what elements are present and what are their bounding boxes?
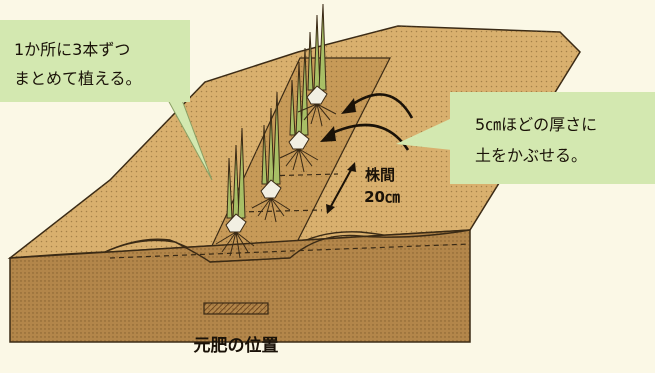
plant-3 xyxy=(279,47,319,173)
spacing-arrow xyxy=(329,167,353,209)
callout-cover-line2: 土をかぶせる。 xyxy=(475,146,587,165)
spacing-value: 20㎝ xyxy=(364,188,400,206)
cover-arrow-1 xyxy=(349,93,414,119)
dashed-line-surface xyxy=(109,243,471,259)
callout-cover: 5㎝ほどの厚さに 土をかぶせる。 xyxy=(396,92,655,184)
ridge-profile xyxy=(9,229,471,263)
fertilizer-block xyxy=(203,302,269,315)
fertilizer-label: 元肥の位置 xyxy=(194,335,279,356)
spacing-title: 株間 xyxy=(365,166,395,184)
callout-plant-line2: まとめて植える。 xyxy=(14,69,142,88)
callout-cover-line1: 5㎝ほどの厚さに xyxy=(475,115,597,134)
plant-2 xyxy=(251,91,291,223)
callout-plant: 1か所に3本ずつ まとめて植える。 xyxy=(0,20,213,181)
plant-4 xyxy=(297,3,337,127)
callout-plant-line1: 1か所に3本ずつ xyxy=(14,40,130,59)
plant-1 xyxy=(215,127,255,259)
dashed-line-spacing-2 xyxy=(239,209,323,213)
